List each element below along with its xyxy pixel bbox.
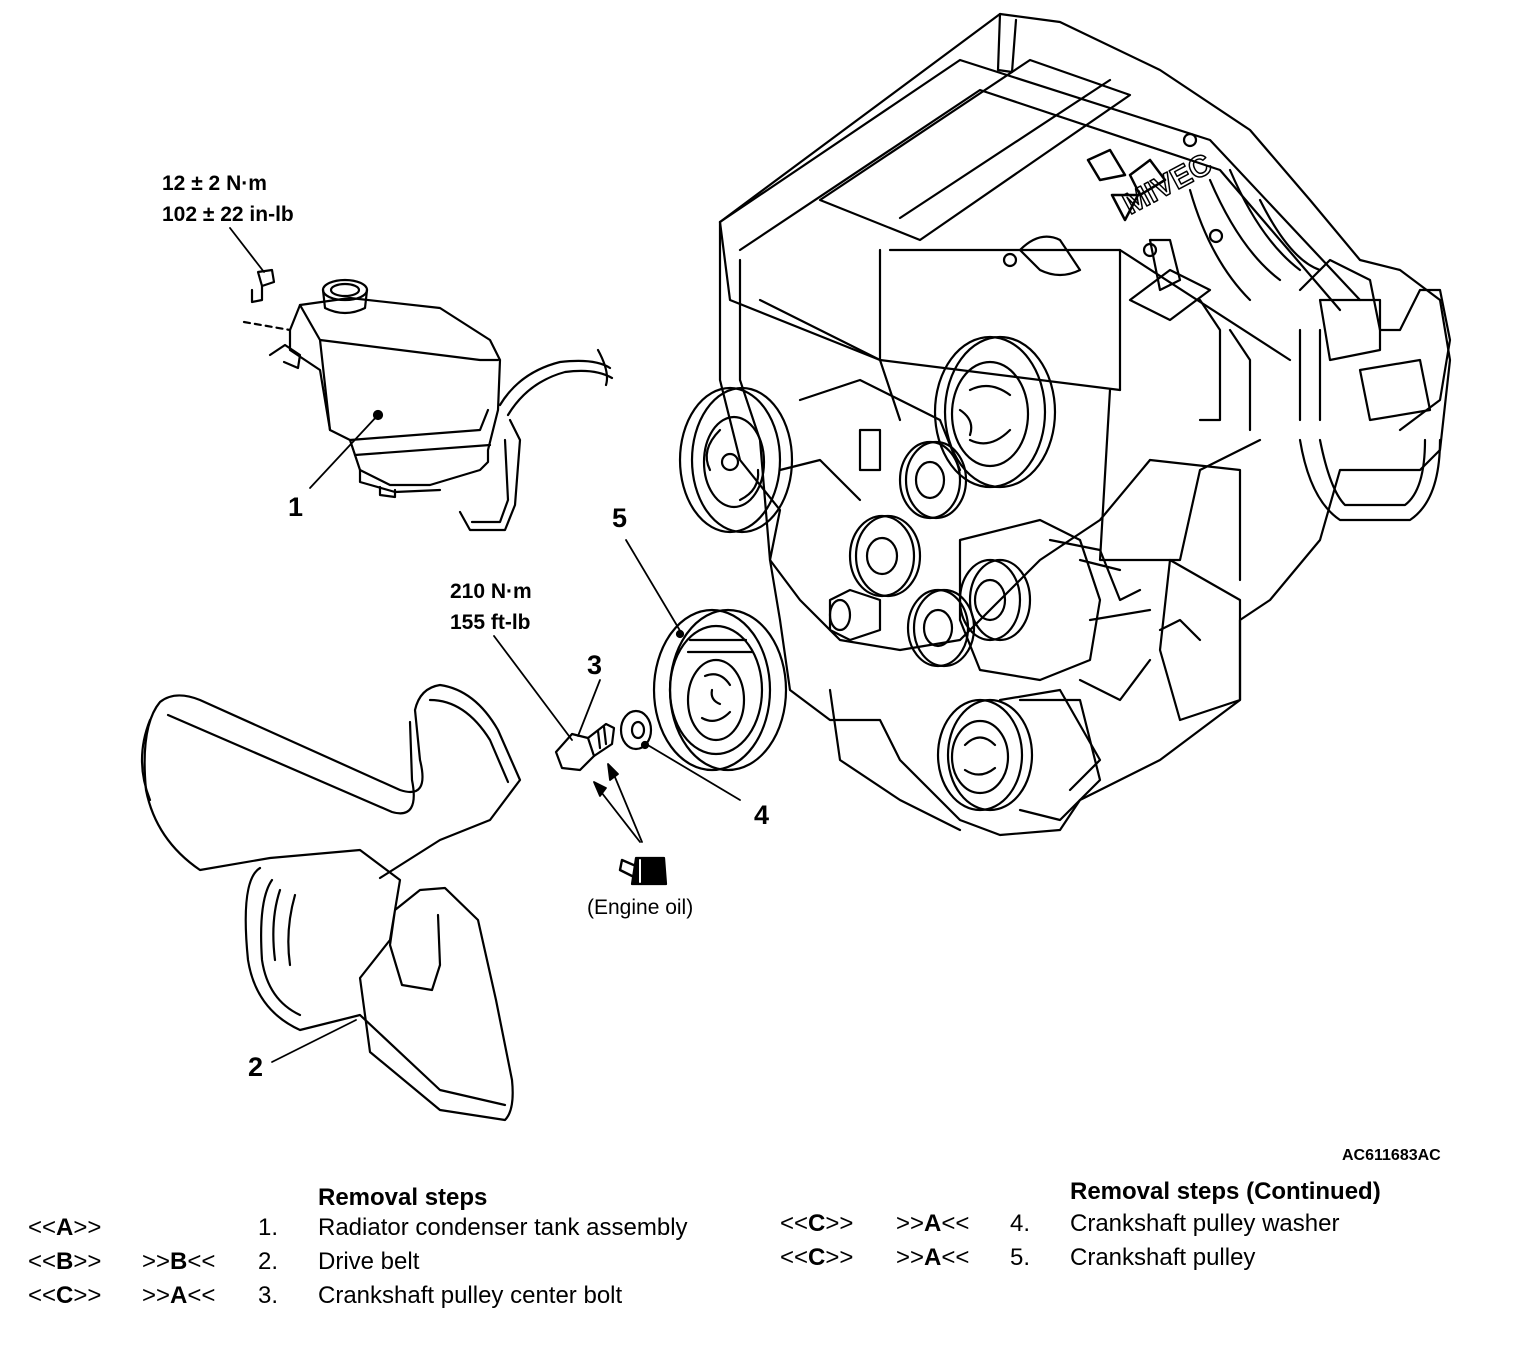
step-number: 4. <box>1010 1210 1031 1237</box>
leader-lines <box>229 227 741 1063</box>
callout-3: 3 <box>587 650 603 680</box>
callout-1: 1 <box>288 492 304 522</box>
engine-oil-can-icon <box>618 856 668 886</box>
service-code-1: <<B>> <box>28 1248 102 1275</box>
service-code-1: <<C>> <box>780 1244 854 1271</box>
engine-oil-note: (Engine oil) <box>587 896 694 919</box>
service-code-2: >>A<< <box>896 1244 970 1271</box>
step-number: 2. <box>258 1248 279 1275</box>
radiator-condenser-tank-drawing <box>242 268 614 532</box>
callout-4: 4 <box>754 800 770 830</box>
service-code-2: >>B<< <box>142 1248 216 1275</box>
figure-id: AC611683AC <box>1342 1147 1441 1164</box>
step-text: Drive belt <box>318 1248 420 1275</box>
step-row-1: <<A>> 1. Radiator condenser tank assembl… <box>0 1214 770 1247</box>
step-number: 3. <box>258 1282 279 1309</box>
step-number: 5. <box>1010 1244 1031 1271</box>
torque-nm: 12 ± 2 N·m <box>162 172 267 195</box>
removal-steps-title: Removal steps <box>318 1184 488 1211</box>
removal-steps-left: Removal steps <<A>> 1. Radiator condense… <box>0 1180 770 1340</box>
step-row-5: <<C>> >>A<< 5. Crankshaft pulley <box>770 1244 1510 1277</box>
step-text: Crankshaft pulley <box>1070 1244 1256 1271</box>
tank-bolt-torque: 12 ± 2 N·m 102 ± 22 in-lb <box>162 168 294 230</box>
service-code-2: >>A<< <box>896 1210 970 1237</box>
service-code-1: <<C>> <box>780 1210 854 1237</box>
center-bolt-torque: 210 N·m 155 ft-lb <box>450 576 532 638</box>
engine-exploded-diagram: MIVEC <box>140 12 1452 1122</box>
step-text: Crankshaft pulley center bolt <box>318 1282 623 1309</box>
service-code-1: <<A>> <box>28 1214 102 1241</box>
engine-assembly-drawing: MIVEC <box>678 12 1452 837</box>
step-text: Radiator condenser tank assembly <box>318 1214 688 1241</box>
mivec-logo-text: MIVEC <box>1118 147 1217 221</box>
callout-5: 5 <box>612 503 628 533</box>
step-row-3: <<C>> >>A<< 3. Crankshaft pulley center … <box>0 1282 770 1315</box>
service-code-2: >>A<< <box>142 1282 216 1309</box>
step-row-2: <<B>> >>B<< 2. Drive belt <box>0 1248 770 1281</box>
removal-steps-right: Removal steps (Continued) <<C>> >>A<< 4.… <box>770 1176 1510 1306</box>
callout-2: 2 <box>248 1052 264 1082</box>
removal-steps-continued-title: Removal steps (Continued) <box>1070 1178 1381 1205</box>
step-number: 1. <box>258 1214 279 1241</box>
service-code-1: <<C>> <box>28 1282 102 1309</box>
drive-belt-drawing <box>140 683 522 1122</box>
torque-nm: 210 N·m <box>450 580 532 603</box>
torque-ftlb: 155 ft-lb <box>450 611 531 634</box>
step-row-4: <<C>> >>A<< 4. Crankshaft pulley washer <box>770 1210 1510 1243</box>
torque-inlb: 102 ± 22 in-lb <box>162 203 294 226</box>
crankshaft-parts-drawing <box>554 608 788 772</box>
step-text: Crankshaft pulley washer <box>1070 1210 1340 1237</box>
